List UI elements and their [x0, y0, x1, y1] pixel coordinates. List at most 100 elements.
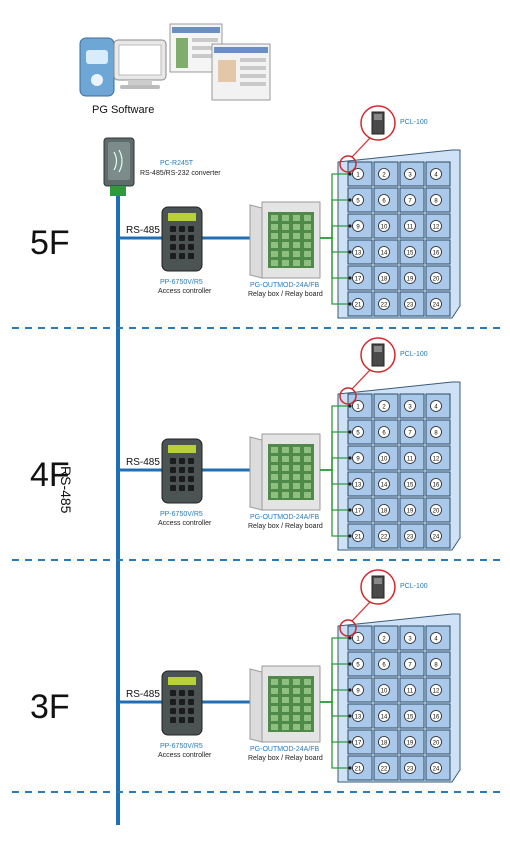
locker-number-text: 6 [382, 431, 386, 437]
locker-door [373, 445, 399, 471]
locker-number-text: 1 [356, 173, 360, 179]
locker-number-badge [430, 632, 442, 644]
locker-number-text: 14 [381, 715, 388, 721]
locker-door [425, 161, 451, 187]
locker-number-badge [378, 658, 390, 670]
locker-number-badge [352, 220, 364, 232]
locker-number-badge [352, 168, 364, 180]
converter-device [103, 137, 135, 196]
locker-number-text: 17 [355, 741, 362, 747]
relay-wiring [320, 637, 348, 769]
locker-number-badge [378, 220, 390, 232]
relay-desc-label: Relay box / Relay board [248, 291, 323, 298]
locker-door [399, 213, 425, 239]
locker-number-text: 13 [355, 251, 362, 257]
access-controller [161, 206, 203, 272]
locker-number-badge [378, 298, 390, 310]
locker-number-badge [404, 452, 416, 464]
locker-number-text: 18 [381, 509, 388, 515]
locker-number-text: 15 [407, 251, 414, 257]
locker-number-text: 8 [434, 199, 438, 205]
locker-number-badge [404, 400, 416, 412]
locker-number-text: 7 [408, 663, 412, 669]
locker-number-badge [430, 710, 442, 722]
locker-number-text: 10 [381, 457, 388, 463]
access-controller [161, 670, 203, 736]
locker-number-badge [404, 632, 416, 644]
locker-number-badge [378, 504, 390, 516]
locker-number-text: 10 [381, 225, 388, 231]
locker-number-text: 1 [356, 637, 360, 643]
relay-desc-label: Relay box / Relay board [248, 755, 323, 762]
locker-number-badge [430, 168, 442, 180]
locker-door [373, 419, 399, 445]
controller-desc-label: Access controller [158, 520, 212, 527]
locker-number-badge [404, 530, 416, 542]
locker-number-badge [352, 298, 364, 310]
locker-number-badge [430, 658, 442, 670]
locker-number-text: 13 [355, 715, 362, 721]
locker-number-text: 4 [434, 173, 438, 179]
locker-number-text: 23 [407, 303, 414, 309]
locker-number-badge [404, 168, 416, 180]
locker-number-badge [404, 710, 416, 722]
access-controller [161, 438, 203, 504]
floor-label: 4F [30, 456, 70, 494]
locker-number-badge [430, 530, 442, 542]
locker-number-badge [404, 426, 416, 438]
locker-number-text: 7 [408, 199, 412, 205]
locker-number-text: 18 [381, 741, 388, 747]
locker-number-text: 6 [382, 199, 386, 205]
locker-number-badge [378, 762, 390, 774]
locker-number-text: 20 [433, 509, 440, 515]
locker-number-text: 4 [434, 405, 438, 411]
locker-number-badge [404, 298, 416, 310]
pg-software-illustration [79, 23, 271, 101]
locker-number-badge [430, 504, 442, 516]
locker-number-badge [352, 452, 364, 464]
locker-number-text: 24 [433, 303, 440, 309]
floor-label: 5F [30, 224, 70, 262]
locker-number-text: 5 [356, 663, 360, 669]
locker-number-badge [430, 194, 442, 206]
locker-number-text: 3 [408, 173, 412, 179]
locker-number-badge [378, 736, 390, 748]
locker-number-badge [352, 658, 364, 670]
locker-number-text: 21 [355, 303, 362, 309]
locker-number-badge [430, 684, 442, 696]
locker-door [373, 161, 399, 187]
controller-desc-label: Access controller [158, 288, 212, 295]
locker-number-badge [378, 246, 390, 258]
locker-number-badge [404, 658, 416, 670]
locker-number-text: 13 [355, 483, 362, 489]
locker-number-badge [352, 762, 364, 774]
locker-number-text: 10 [381, 689, 388, 695]
locker-number-badge [404, 684, 416, 696]
locker-door [399, 523, 425, 549]
controller-model-label: PP-6750V/R5 [160, 511, 203, 518]
locker-number-badge [378, 168, 390, 180]
locker-number-text: 2 [382, 637, 386, 643]
locker-number-badge [352, 246, 364, 258]
locker-number-text: 12 [433, 689, 440, 695]
locker-number-text: 11 [407, 689, 414, 695]
locker-number-text: 17 [355, 509, 362, 515]
locker-number-badge [352, 684, 364, 696]
locker-number-text: 15 [407, 483, 414, 489]
locker-number-badge [430, 400, 442, 412]
locker-number-badge [378, 426, 390, 438]
locker-number-text: 12 [433, 457, 440, 463]
locker-number-text: 5 [356, 431, 360, 437]
locker-number-badge [352, 426, 364, 438]
locker-number-text: 20 [433, 741, 440, 747]
locker-number-text: 12 [433, 225, 440, 231]
relay-wiring [320, 173, 348, 305]
locker-number-badge [378, 478, 390, 490]
relay-model-label: PG-OUTMOD-24A/FB [250, 514, 320, 521]
locker-number-badge [430, 246, 442, 258]
locker-number-badge [352, 400, 364, 412]
locker-number-badge [430, 736, 442, 748]
locker-number-badge [352, 736, 364, 748]
